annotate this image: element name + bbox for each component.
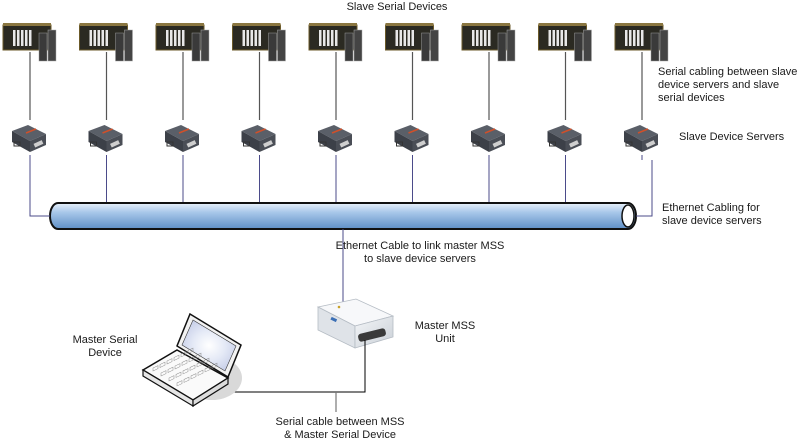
plc-rack-icon <box>79 23 133 62</box>
slave-column <box>461 23 516 203</box>
master-serial-line <box>229 340 366 393</box>
device-server-icon <box>471 125 505 152</box>
device-server-icon <box>12 125 46 152</box>
device-server-icon <box>547 125 582 152</box>
master-serial-device-label: Master Serial Device <box>72 334 138 359</box>
device-server-icon <box>394 125 429 152</box>
mss-unit-icon <box>316 298 395 349</box>
slave-serial-devices-label: Slave Serial Devices <box>346 1 448 13</box>
slave-column <box>538 23 592 203</box>
plc-rack-icon <box>155 23 210 62</box>
slave-column <box>2 23 57 160</box>
device-server-icon <box>88 125 123 152</box>
plc-rack-icon <box>308 23 363 62</box>
ethernet-cabling-label: Ethernet Cabling for slave device server… <box>662 202 762 227</box>
device-server-icon <box>318 125 352 152</box>
device-server-icon <box>165 125 199 152</box>
slave-column <box>155 23 210 203</box>
device-server-icon <box>241 125 276 152</box>
plc-rack-icon <box>2 23 57 62</box>
device-server-icon <box>624 125 658 152</box>
plc-rack-icon <box>614 23 669 62</box>
slave-column <box>385 23 439 203</box>
serial-cabling-label: Serial cabling between slave device serv… <box>658 66 797 104</box>
bus-left-connector <box>29 160 50 217</box>
plc-rack-icon <box>461 23 516 62</box>
plc-rack-icon <box>232 23 286 62</box>
slave-column <box>79 23 133 203</box>
slave-column <box>308 23 363 203</box>
slave-device-servers-label: Slave Device Servers <box>679 131 785 143</box>
slave-column <box>232 23 286 203</box>
ethernet-bus <box>49 202 637 230</box>
master-mss-unit-label: Master MSS Unit <box>414 320 476 345</box>
serial-cable-mss-label: Serial cable between MSS & Master Serial… <box>275 416 405 441</box>
laptop-icon <box>141 312 242 408</box>
ethernet-cable-link-label: Ethernet Cable to link master MSS to sla… <box>335 240 505 265</box>
plc-rack-icon <box>538 23 592 62</box>
bus-right-connector <box>636 160 653 217</box>
slave-column <box>614 23 669 160</box>
plc-rack-icon <box>385 23 439 62</box>
